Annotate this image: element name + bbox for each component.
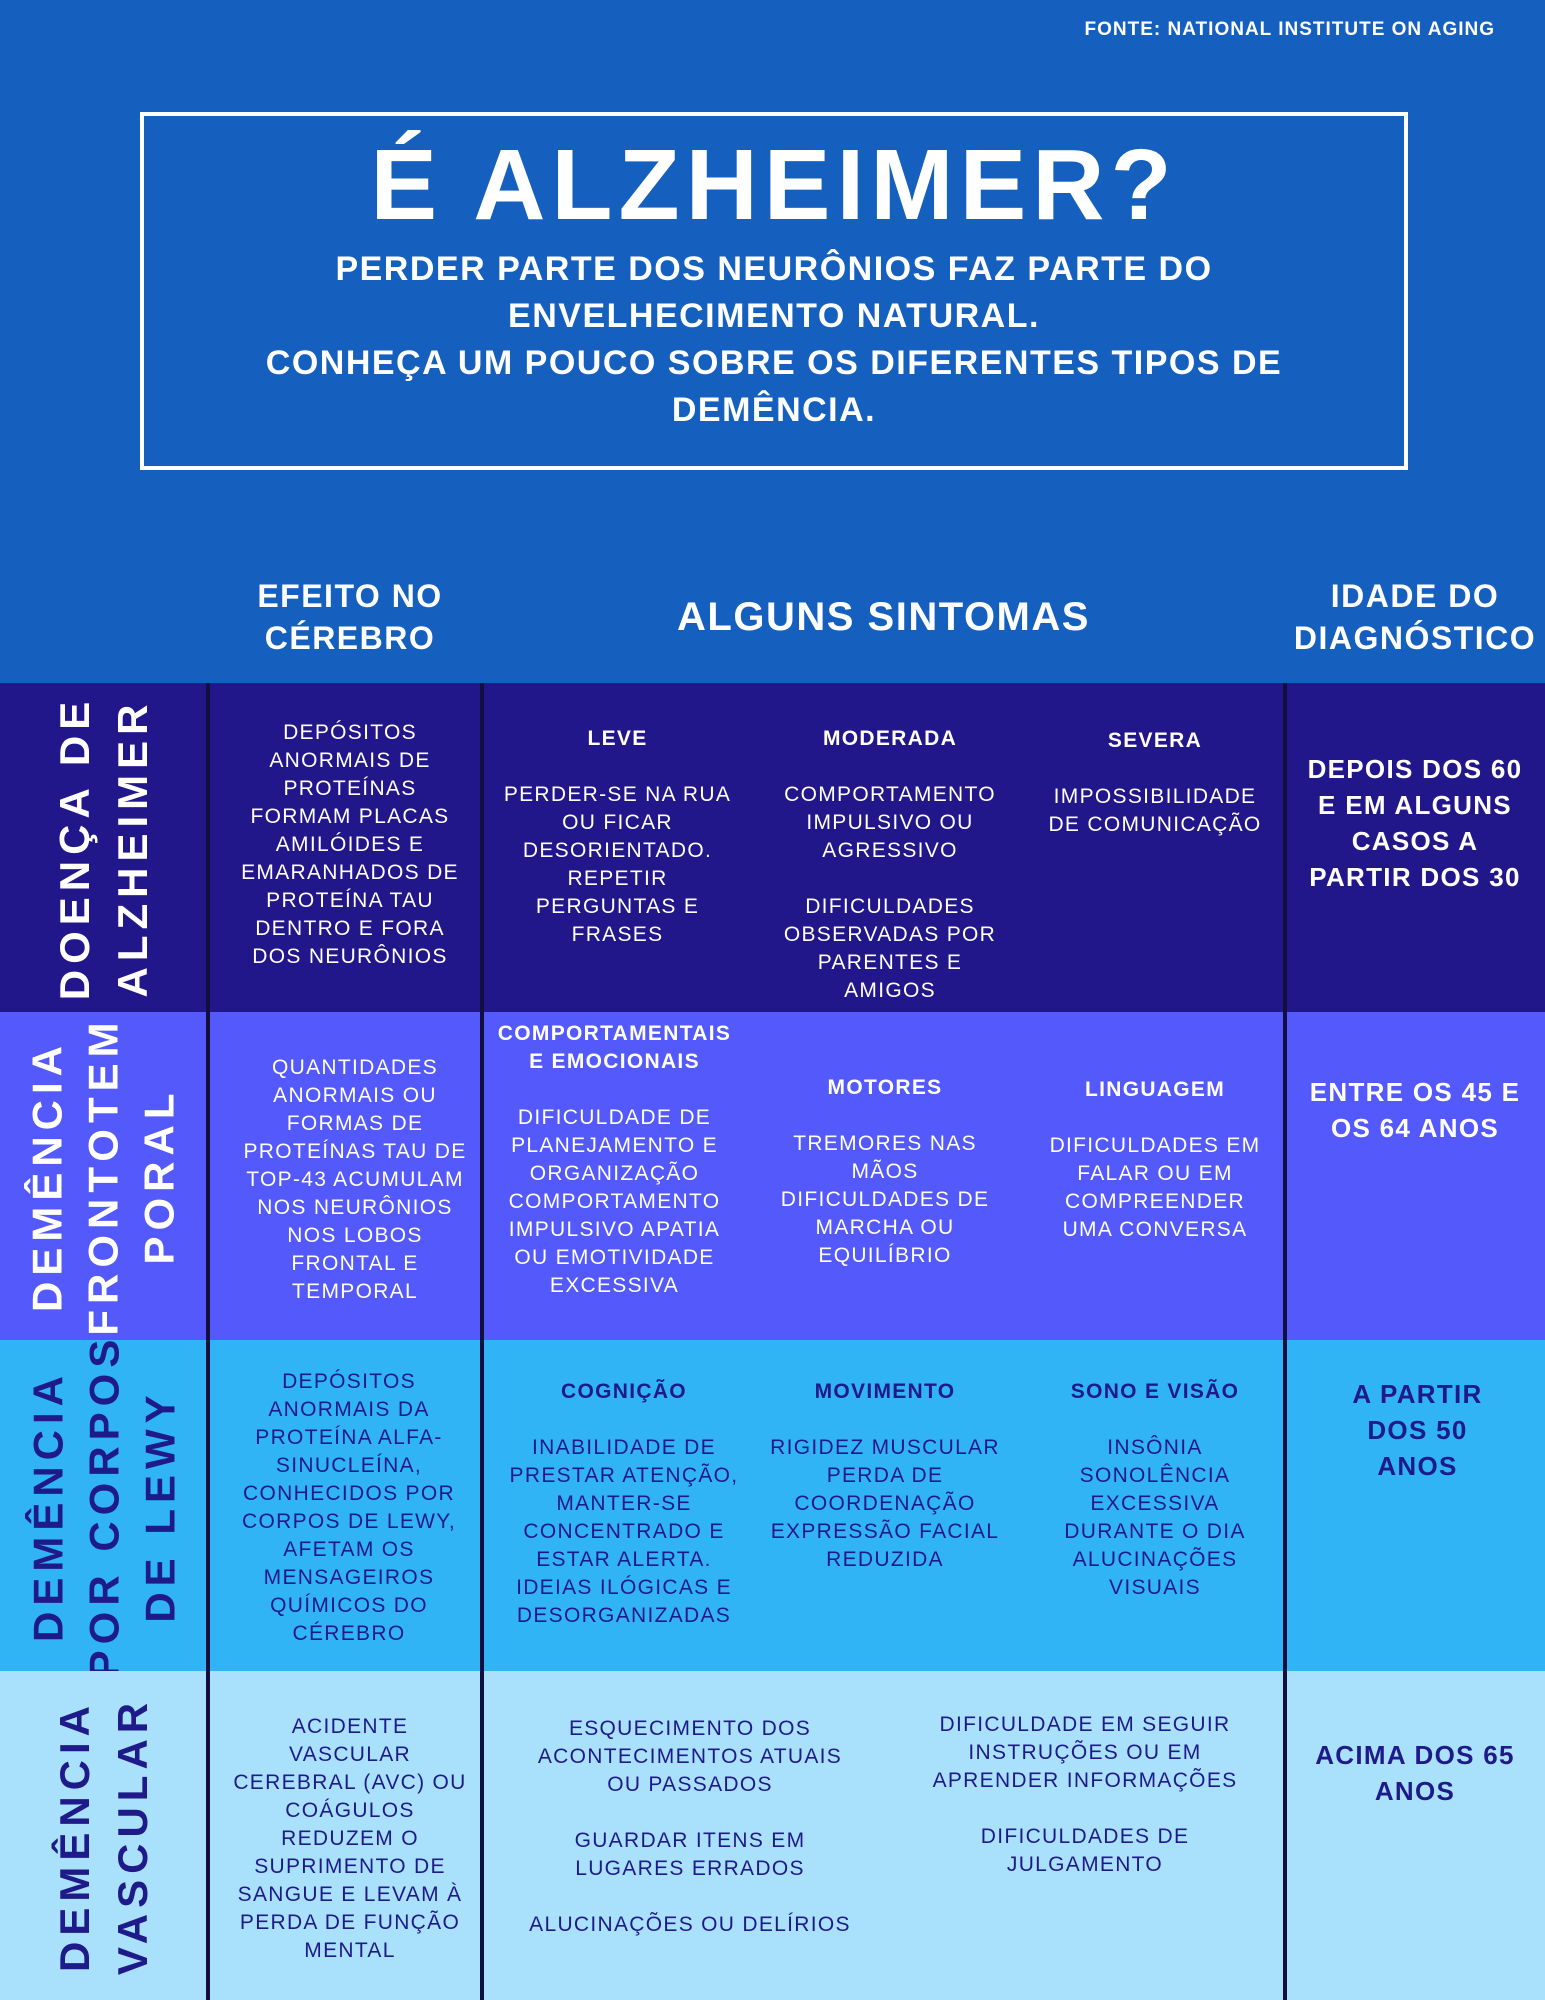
symptom-col: LINGUAGEM DIFICULDADES EM FALAR OU EM COM…	[1045, 1012, 1265, 1340]
symptom-title: LEVE	[587, 727, 648, 750]
symptom-title: MOTORES	[827, 1076, 943, 1099]
symptom-title: MODERADA	[822, 727, 958, 750]
header-symptoms: ALGUNS SINTOMAS	[677, 595, 1090, 639]
symptom-text: GUARDAR ITENS EM LUGARES ERRADOS	[574, 1829, 806, 1880]
symptom-text: TREMORES NAS MÃOS DIFICULDADES DE MARCHA…	[780, 1132, 990, 1267]
symptom-text: COMPORTAMENTO IMPULSIVO OU AGRESSIVO	[784, 783, 996, 862]
source-note: FONTE: NATIONAL INSTITUTE ON AGING	[1084, 19, 1495, 40]
symptom-text: DIFICULDADES DE JULGAMENTO	[980, 1825, 1190, 1876]
row-lewy: DEMÊNCIA POR CORPOS DE LEWY DEPÓSITOS AN…	[0, 1333, 1545, 1678]
effect-cell: QUANTIDADES ANORMAIS OU FORMAS DE PROTEÍ…	[243, 1056, 467, 1303]
column-divider	[1283, 683, 1287, 2000]
symptom-text: DIFICULDADES EM FALAR OU EM COMPREENDER …	[1049, 1134, 1261, 1241]
effect-cell: DEPÓSITOS ANORMAIS DE PROTEÍNAS FORMAM P…	[241, 721, 459, 968]
row-vascular: DEMÊNCIA VASCULAR ACIDENTE VASCULAR CERE…	[0, 1671, 1545, 2000]
symptom-text: DIFICULDADE EM SEGUIR INSTRUÇÕES OU EM A…	[932, 1713, 1238, 1792]
page-title: É ALZHEIMER?	[370, 129, 1178, 241]
age-cell: ENTRE OS 45 E OS 64 ANOS	[1309, 1077, 1521, 1143]
row-name: DEMÊNCIA FRONTOTEM PORAL	[24, 1016, 183, 1336]
column-divider	[480, 683, 484, 2000]
column-divider	[206, 683, 210, 2000]
subtitle-2: CONHEÇA UM POUCO SOBRE OS DIFERENTES TIP…	[265, 344, 1283, 429]
symptom-text: DIFICULDADE DE PLANEJAMENTO E ORGANIZAÇÃ…	[508, 1106, 721, 1297]
symptom-col-left: ESQUECIMENTO DOS ACONTECIMENTOS ATUAIS O…	[510, 1671, 870, 2000]
age-cell: A PARTIR DOS 50 ANOS	[1352, 1379, 1483, 1481]
symptom-title: COMPORTAMENTAIS E EMOCIONAIS	[497, 1022, 732, 1073]
symptom-col: SONO E VISÃO INSÔNIA SONOLÊNCIA EXCESSIVA…	[1060, 1340, 1250, 1671]
symptom-col: LEVE PERDER-SE NA RUA OU FICAR DESORIENTA…	[500, 683, 735, 1012]
header-effect: EFEITO NO CÉREBRO	[257, 578, 443, 656]
symptom-text: IMPOSSIBILIDADE DE COMUNICAÇÃO	[1048, 785, 1262, 836]
row-name: DEMÊNCIA VASCULAR	[51, 1696, 157, 1975]
symptom-title: COGNIÇÃO	[561, 1380, 687, 1403]
effect-cell: ACIDENTE VASCULAR CEREBRAL (AVC) OU COÁG…	[233, 1715, 467, 1962]
row-name: DOENÇA DE ALZHEIMER	[51, 695, 156, 1000]
symptom-text: INSÔNIA SONOLÊNCIA EXCESSIVA DURANTE O D…	[1064, 1436, 1246, 1599]
age-cell: ACIMA DOS 65 ANOS	[1315, 1740, 1515, 1806]
symptom-text: PERDER-SE NA RUA OU FICAR DESORIENTADO. …	[503, 783, 732, 946]
symptom-col: MOTORES TREMORES NAS MÃOS DIFICULDADES DE…	[770, 1012, 1000, 1340]
symptom-col: COGNIÇÃO INABILIDADE DE PRESTAR ATENÇÃO, …	[508, 1340, 740, 1671]
symptom-col-right: DIFICULDADE EM SEGUIR INSTRUÇÕES OU EM A…	[900, 1671, 1270, 2000]
symptom-title: SEVERA	[1107, 729, 1203, 752]
symptom-text: ESQUECIMENTO DOS ACONTECIMENTOS ATUAIS O…	[537, 1717, 843, 1796]
row-frontotemporal: DEMÊNCIA FRONTOTEM PORAL QUANTIDADES ANO…	[0, 1012, 1545, 1340]
symptom-text: INABILIDADE DE PRESTAR ATENÇÃO, MANTER-S…	[509, 1436, 739, 1627]
symptom-text: ALUCINAÇÕES OU DELÍRIOS	[529, 1913, 851, 1936]
symptom-title: LINGUAGEM	[1084, 1078, 1226, 1101]
subtitle-1: PERDER PARTE DOS NEURÔNIOS FAZ PARTE DO …	[335, 250, 1213, 335]
row-alzheimer: DOENÇA DE ALZHEIMER DEPÓSITOS ANORMAIS D…	[0, 683, 1545, 1012]
age-cell: DEPOIS DOS 60 E EM ALGUNS CASOS A PARTIR…	[1307, 754, 1523, 892]
header-age: IDADE DO DIAGNÓSTICO	[1293, 578, 1537, 656]
symptom-title: SONO E VISÃO	[1070, 1380, 1240, 1403]
symptom-title: MOVIMENTO	[814, 1380, 956, 1403]
symptom-col: SEVERA IMPOSSIBILIDADE DE COMUNICAÇÃO	[1045, 683, 1265, 1012]
symptom-col: MOVIMENTO RIGIDEZ MUSCULAR PERDA DE COORD…	[770, 1340, 1000, 1671]
title-box: É ALZHEIMER? PERDER PARTE DOS NEURÔNIOS …	[140, 112, 1408, 470]
symptom-text: DIFICULDADES OBSERVADAS POR PARENTES E A…	[783, 895, 997, 1002]
effect-cell: DEPÓSITOS ANORMAIS DA PROTEÍNA ALFA-SINU…	[242, 1370, 456, 1645]
symptom-col: COMPORTAMENTAIS E EMOCIONAIS DIFICULDADE …	[492, 1012, 737, 1340]
symptom-text: RIGIDEZ MUSCULAR PERDA DE COORDENAÇÃO EX…	[770, 1436, 1000, 1571]
symptom-col: MODERADA COMPORTAMENTO IMPULSIVO OU AGRES…	[770, 683, 1010, 1012]
row-name: DEMÊNCIA POR CORPOS DE LEWY	[24, 1333, 183, 1678]
